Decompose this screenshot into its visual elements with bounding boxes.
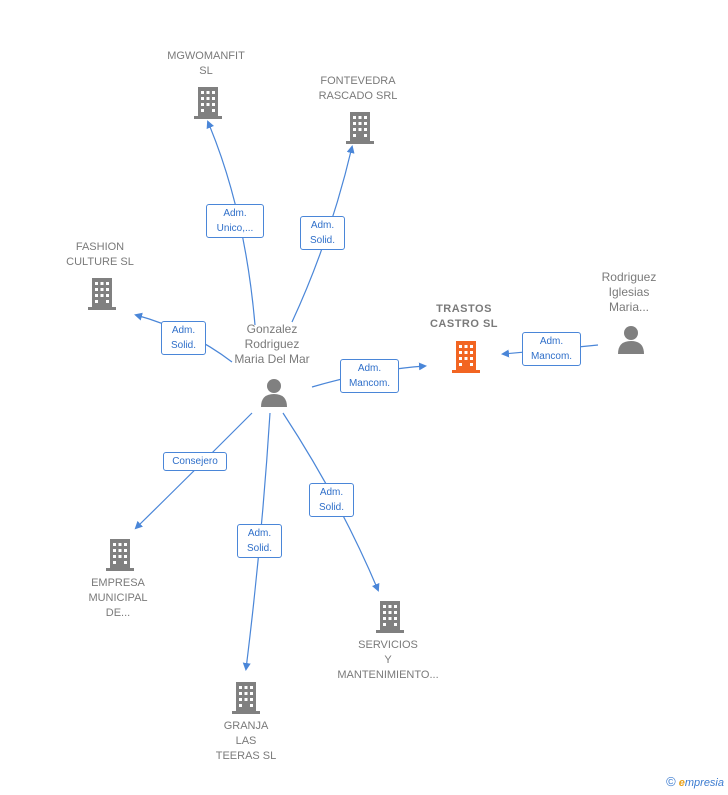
node-label-empresa[interactable]: EMPRESA MUNICIPAL DE...: [88, 577, 148, 619]
building-icon[interactable]: [344, 110, 376, 144]
edge-label-servicios[interactable]: Adm. Solid.: [309, 483, 354, 517]
copyright-symbol: ©: [666, 774, 676, 789]
building-icon[interactable]: [230, 680, 262, 714]
edge-to-empresa: [134, 412, 253, 530]
person-icon[interactable]: [259, 377, 289, 407]
node-label-fontevedra[interactable]: FONTEVEDRA RASCADO SRL: [318, 75, 398, 102]
edge-label-empresa[interactable]: Consejero: [163, 452, 227, 471]
edge-label-mgwomanfit[interactable]: Adm. Unico,...: [206, 204, 264, 238]
edge-label-trastos[interactable]: Adm. Mancom.: [340, 359, 399, 393]
brand-logo: © empresia: [666, 774, 724, 789]
building-icon[interactable]: [374, 599, 406, 633]
node-label-gonzalez[interactable]: Gonzalez Rodriguez Maria Del Mar: [234, 322, 310, 366]
brand-name: mpresia: [684, 777, 724, 789]
building-icon[interactable]: [192, 85, 224, 119]
edge-label-granja[interactable]: Adm. Solid.: [237, 524, 282, 558]
node-label-rodriguez[interactable]: Rodriguez Iglesias Maria...: [601, 270, 657, 314]
building-icon[interactable]: [104, 537, 136, 571]
edge-label-fontevedra[interactable]: Adm. Solid.: [300, 216, 345, 250]
node-label-granja[interactable]: GRANJA LAS TEERAS SL: [215, 720, 277, 762]
person-icon[interactable]: [616, 324, 646, 354]
edge-label-rodriguez-trastos[interactable]: Adm. Mancom.: [522, 332, 581, 366]
node-label-fashion[interactable]: FASHION CULTURE SL: [66, 241, 134, 268]
building-icon[interactable]: [86, 276, 118, 310]
building-icon[interactable]: [450, 339, 482, 373]
node-label-mgwomanfit[interactable]: MGWOMANFIT SL: [167, 50, 245, 77]
brand-initial: e: [678, 777, 685, 789]
node-label-trastos[interactable]: TRASTOS CASTRO SL: [429, 303, 499, 330]
node-label-servicios[interactable]: SERVICIOS Y MANTENIMIENTO...: [337, 639, 439, 681]
edge-label-fashion[interactable]: Adm. Solid.: [161, 321, 206, 355]
